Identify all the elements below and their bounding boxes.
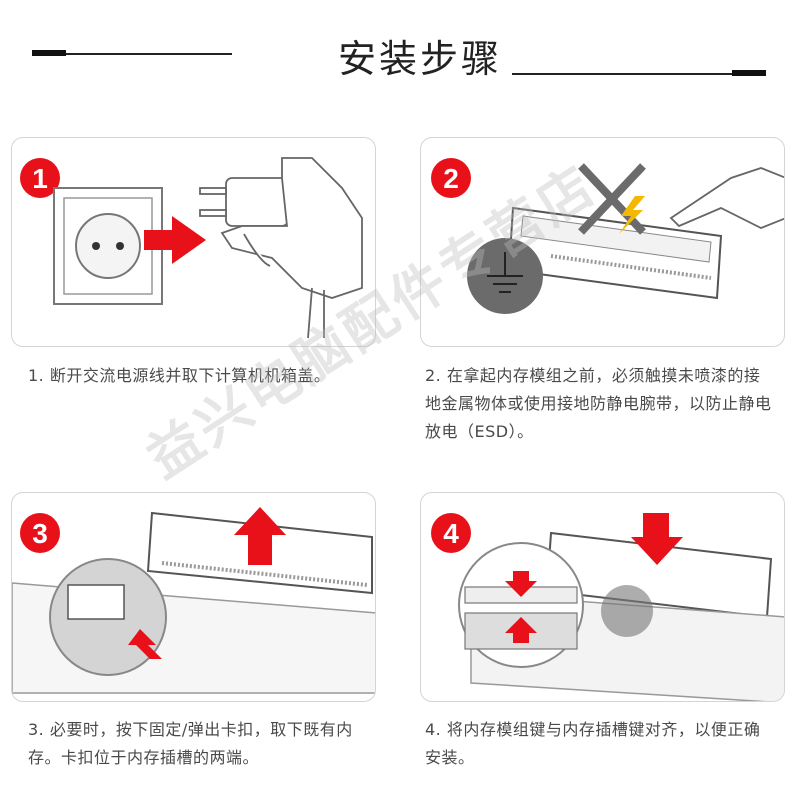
step-2-text: 2. 在拿起内存模组之前，必须触摸未喷漆的接地金属物体或使用接地防静电腕带，以防… <box>425 366 772 441</box>
key-detail-circle <box>458 542 584 668</box>
step-3-number: 3 <box>32 518 48 549</box>
step-1-number: 1 <box>32 163 48 194</box>
step-4-text: 4. 将内存模组键与内存插槽键对齐，以便正确安装。 <box>425 720 761 767</box>
plug-hand-illustration <box>199 157 363 339</box>
step-3-badge: 3 <box>20 513 60 553</box>
step-1-text: 1. 断开交流电源线并取下计算机机箱盖。 <box>28 366 331 385</box>
step-2-badge: 2 <box>431 158 471 198</box>
header-block-right <box>732 70 766 76</box>
step-1-panel: 1 <box>11 137 376 347</box>
power-socket-icon <box>53 187 163 305</box>
step-4-badge: 4 <box>431 513 471 553</box>
step-4-panel: 4 <box>420 492 785 702</box>
step-2-number: 2 <box>443 163 459 194</box>
cross-mark <box>578 163 646 235</box>
header-line-right <box>512 73 766 75</box>
clip-detail-circle <box>49 558 167 676</box>
header-line-left <box>32 53 232 55</box>
down-arrow-icon <box>128 629 162 659</box>
memory-module-icon <box>507 206 723 300</box>
page-title: 安装步骤 <box>338 37 503 81</box>
finger-illustration <box>669 167 784 229</box>
ground-symbol-icon <box>467 238 543 314</box>
step-1-badge: 1 <box>20 158 60 198</box>
static-bolt-icon <box>619 196 645 234</box>
header-block-left <box>32 50 66 56</box>
step-3-panel: 3 <box>11 492 376 702</box>
down-arrow-icon <box>631 513 683 565</box>
memory-module-icon <box>470 531 784 701</box>
arrow-icon <box>144 216 206 264</box>
step-3-text: 3. 必要时，按下固定/弹出卡扣，取下既有内存。卡扣位于内存插槽的两端。 <box>28 720 353 767</box>
up-arrow-icon <box>234 507 286 565</box>
step-2-panel: 2 <box>420 137 785 347</box>
step-4-number: 4 <box>443 518 459 549</box>
